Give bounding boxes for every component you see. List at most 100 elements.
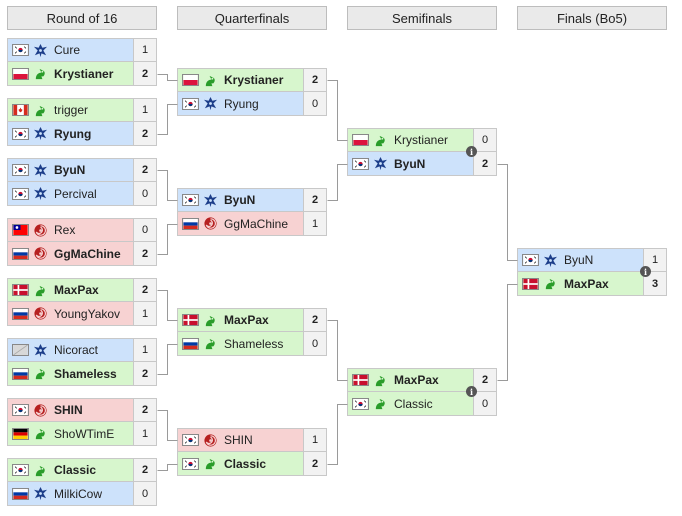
- player-cell[interactable]: Shameless: [178, 332, 303, 355]
- player-cell[interactable]: MaxPax: [8, 279, 133, 301]
- player-cell[interactable]: ByuN: [518, 249, 643, 271]
- player-row[interactable]: Krystianer 2: [177, 68, 327, 92]
- player-name[interactable]: GgMaChine: [224, 216, 289, 231]
- player-cell[interactable]: MaxPax: [348, 369, 473, 391]
- player-name[interactable]: trigger: [54, 103, 89, 117]
- player-cell[interactable]: Ryung: [8, 122, 133, 145]
- player-name[interactable]: MilkiCow: [54, 486, 102, 501]
- player-name[interactable]: Krystianer: [54, 66, 114, 81]
- player-name[interactable]: ByuN: [54, 163, 86, 177]
- player-name[interactable]: Rex: [54, 223, 76, 237]
- player-cell[interactable]: Classic: [348, 392, 473, 415]
- player-cell[interactable]: Krystianer: [8, 62, 133, 85]
- player-name[interactable]: MaxPax: [394, 373, 439, 387]
- player-cell[interactable]: ByuN: [178, 189, 303, 211]
- match-info-icon[interactable]: i: [466, 146, 477, 157]
- player-cell[interactable]: ShoWTimE: [8, 422, 133, 445]
- player-name[interactable]: SHIN: [224, 433, 253, 447]
- match-info-icon[interactable]: i: [466, 386, 477, 397]
- player-cell[interactable]: Krystianer: [178, 69, 303, 91]
- player-name[interactable]: Nicoract: [54, 343, 99, 357]
- player-name[interactable]: Classic: [54, 463, 97, 477]
- player-cell[interactable]: ByuN: [348, 152, 473, 175]
- player-name[interactable]: Shameless: [54, 366, 117, 381]
- player-score: 1: [133, 99, 156, 121]
- player-cell[interactable]: Krystianer: [348, 129, 473, 151]
- player-name[interactable]: ByuN: [224, 193, 256, 207]
- player-score: 2: [303, 69, 326, 91]
- player-cell[interactable]: Rex: [8, 219, 133, 241]
- player-name[interactable]: Krystianer: [224, 73, 284, 87]
- player-cell[interactable]: Nicoract: [8, 339, 133, 361]
- player-cell[interactable]: ByuN: [8, 159, 133, 181]
- player-name[interactable]: Shameless: [224, 336, 284, 351]
- player-name[interactable]: GgMaChine: [54, 246, 121, 261]
- player-cell[interactable]: MaxPax: [178, 309, 303, 331]
- player-cell[interactable]: SHIN: [8, 399, 133, 421]
- player-cell[interactable]: YoungYakov: [8, 302, 133, 325]
- flag-kr-icon: [12, 127, 29, 140]
- player-cell[interactable]: Classic: [178, 452, 303, 475]
- player-score: 2: [133, 459, 156, 481]
- player-cell[interactable]: GgMaChine: [178, 212, 303, 235]
- player-row[interactable]: Classic 2: [7, 458, 157, 482]
- player-name[interactable]: Classic: [394, 396, 433, 411]
- player-name[interactable]: Cure: [54, 43, 81, 57]
- player-score: 1: [133, 302, 156, 325]
- player-name[interactable]: SHIN: [54, 403, 83, 417]
- player-cell[interactable]: Classic: [8, 459, 133, 481]
- player-name[interactable]: MaxPax: [54, 283, 99, 297]
- player-row[interactable]: YoungYakov 1: [7, 302, 157, 326]
- player-name[interactable]: MaxPax: [224, 313, 269, 327]
- player-name[interactable]: Ryung: [54, 126, 92, 141]
- player-name[interactable]: Classic: [224, 456, 267, 471]
- player-name[interactable]: Percival: [54, 186, 97, 201]
- player-cell[interactable]: MaxPax: [518, 272, 643, 295]
- player-cell[interactable]: Cure: [8, 39, 133, 61]
- player-name[interactable]: ByuN: [564, 253, 594, 267]
- player-cell[interactable]: Shameless: [8, 362, 133, 385]
- player-cell[interactable]: trigger: [8, 99, 133, 121]
- player-cell[interactable]: GgMaChine: [8, 242, 133, 265]
- player-name[interactable]: ByuN: [394, 156, 426, 171]
- player-cell[interactable]: Percival: [8, 182, 133, 205]
- player-name[interactable]: Krystianer: [394, 133, 449, 147]
- player-name[interactable]: ShoWTimE: [54, 426, 115, 441]
- player-name[interactable]: Ryung: [224, 96, 259, 111]
- player-cell[interactable]: Ryung: [178, 92, 303, 115]
- player-name[interactable]: YoungYakov: [54, 306, 121, 321]
- match-info-icon[interactable]: i: [640, 266, 651, 277]
- player-row[interactable]: trigger 1: [7, 98, 157, 122]
- player-cell[interactable]: MilkiCow: [8, 482, 133, 505]
- terran-race-icon: [33, 486, 48, 501]
- player-name[interactable]: MaxPax: [564, 276, 609, 291]
- player-cell[interactable]: SHIN: [178, 429, 303, 451]
- protoss-race-icon: [375, 375, 385, 386]
